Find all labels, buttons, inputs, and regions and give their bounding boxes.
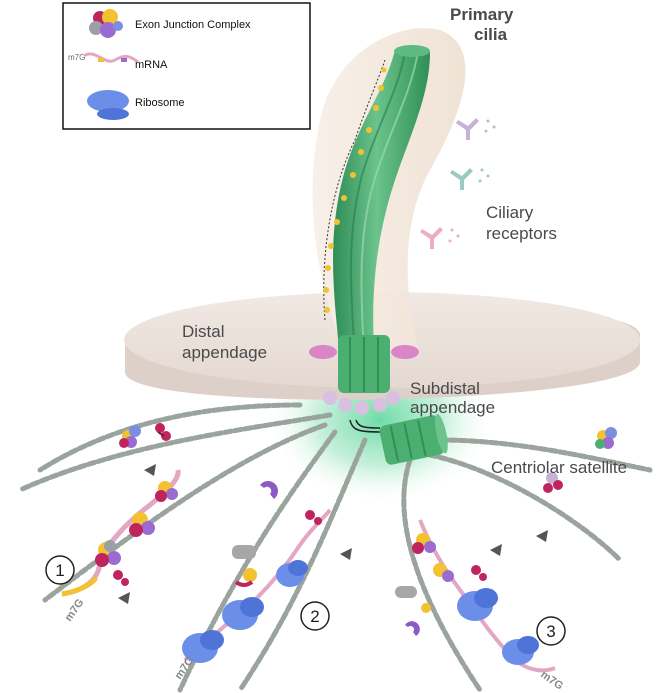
- ejc-complex-3b: [433, 563, 454, 582]
- subdistal-appendage-label-line2: appendage: [410, 398, 495, 417]
- ciliary-receptors-label-line1: Ciliary: [486, 203, 534, 222]
- released-ejc-purple-3: [405, 621, 420, 636]
- ejc-red-marker-2: [305, 510, 322, 525]
- legend-ribosome-label: Ribosome: [135, 97, 185, 109]
- ribosome-3b: [502, 636, 539, 665]
- step-number-3: 3: [546, 622, 555, 641]
- satellite-4: [543, 472, 563, 493]
- step-badge-1: 1: [45, 555, 75, 585]
- released-protein-gray: [232, 545, 256, 559]
- cap-label-1: m7G: [63, 597, 87, 624]
- ejc-complex-1c: [155, 481, 178, 502]
- pathway-1-mrna: m7G: [61, 469, 181, 624]
- step-badges: 1 2 3: [45, 555, 566, 646]
- step-number-2: 2: [310, 607, 319, 626]
- microtubule-4: [237, 437, 368, 693]
- legend: Exon Junction Complex m7G mRNA Ribosome: [62, 2, 311, 130]
- microtubule-2: [42, 422, 328, 603]
- receptor-icon-3: [420, 227, 460, 249]
- ejc-legend-icon: [89, 9, 123, 38]
- ribosome-legend-icon: [87, 90, 129, 120]
- microtubule-8: [37, 402, 303, 473]
- released-protein-yellow: [243, 568, 257, 582]
- ejc-complex-3a: [412, 533, 436, 554]
- legend-cap-label: m7G: [68, 53, 85, 62]
- centriolar-satellite-label: Centriolar satellite: [491, 458, 627, 477]
- ribosome-2a: [182, 630, 224, 663]
- pathway-2-translation: m7G: [173, 481, 332, 682]
- microtubule-7: [437, 437, 653, 473]
- receptor-icon-1: [456, 118, 496, 140]
- legend-mrna-label: mRNA: [135, 59, 168, 71]
- receptor-icon-2: [450, 168, 490, 190]
- satellite-2: [155, 423, 171, 441]
- microtubule-5: [401, 457, 483, 693]
- labels: Primary cilia Ciliary receptors Distal a…: [182, 5, 627, 477]
- microtubule-6: [427, 452, 623, 563]
- primary-cilia-label-line1: Primary: [450, 5, 514, 24]
- subdistal-appendages: [323, 391, 400, 415]
- mrna-legend-icon: m7G: [68, 52, 139, 64]
- legend-ejc-label: Exon Junction Complex: [135, 19, 251, 31]
- cap-label-3: m7G: [538, 669, 565, 693]
- ciliary-receptors: [420, 118, 496, 249]
- ribosome-2c: [276, 560, 308, 587]
- step-badge-3: 3: [536, 616, 566, 646]
- released-protein-gray-3: [395, 586, 417, 598]
- microtubules: [17, 402, 653, 693]
- released-ejc-purple: [260, 481, 278, 499]
- satellite-1: [119, 425, 141, 448]
- satellite-3: [595, 427, 617, 449]
- daughter-centriole: [349, 414, 448, 465]
- ejc-complex-1b: [129, 512, 155, 537]
- released-protein-yellow-3: [421, 603, 431, 613]
- distal-appendage-label-line1: Distal: [182, 322, 225, 341]
- ejc-red-marker-3: [471, 565, 487, 581]
- distal-appendages: [309, 345, 419, 359]
- step-badge-2: 2: [300, 601, 330, 631]
- ciliary-receptors-label-line2: receptors: [486, 224, 557, 243]
- subdistal-appendage-label-line1: Subdistal: [410, 379, 480, 398]
- ejc-complex-1a: [95, 540, 121, 567]
- centriolar-satellites: [119, 423, 617, 493]
- axoneme: [333, 45, 430, 393]
- microtubule-1: [17, 412, 333, 493]
- ift-trains: [323, 59, 387, 321]
- ribosome-3a: [457, 588, 498, 621]
- transport-arrows: [118, 464, 548, 604]
- distal-appendage-label-line2: appendage: [182, 343, 267, 362]
- step-number-1: 1: [55, 561, 64, 580]
- pathway-3-translation: m7G: [395, 519, 565, 693]
- ribosome-2b: [222, 597, 264, 630]
- ejc-red-marker-1: [113, 570, 129, 586]
- primary-cilia-label-line2: cilia: [474, 25, 508, 44]
